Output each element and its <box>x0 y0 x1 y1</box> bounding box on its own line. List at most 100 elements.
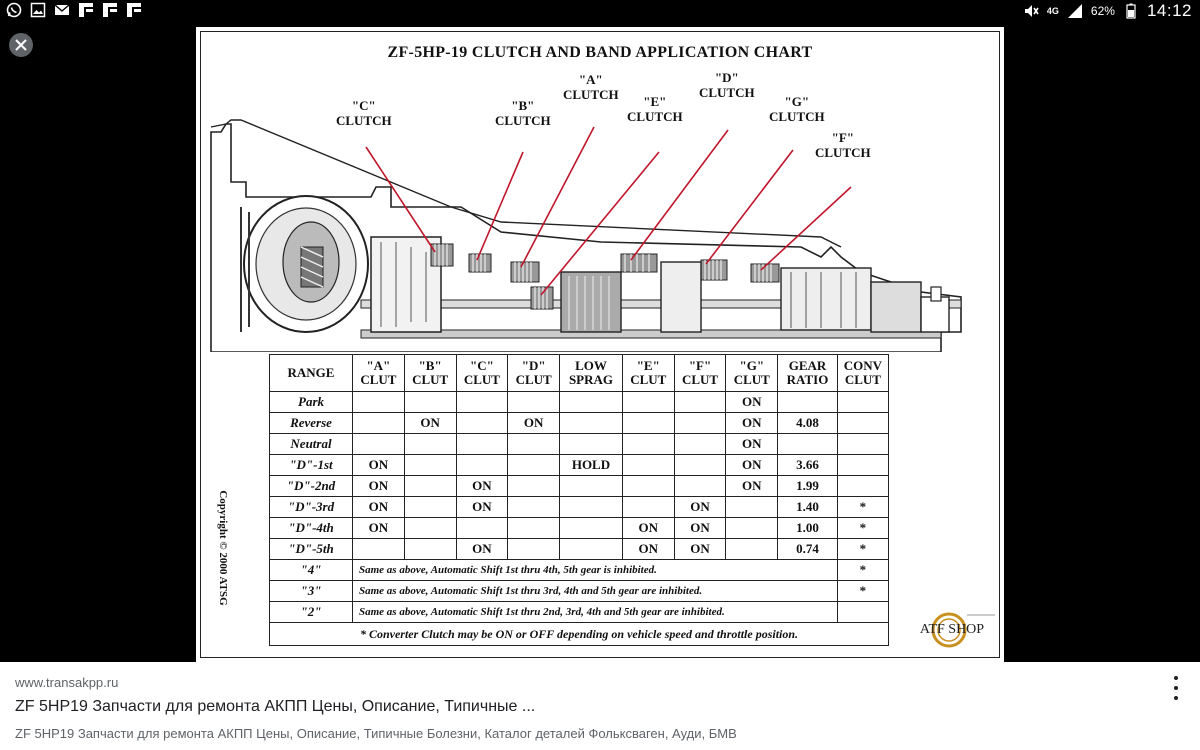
table-row: Neutral ON <box>269 433 890 455</box>
note-row: "4"Same as above, Automatic Shift 1st th… <box>269 559 890 581</box>
label-d-clutch: "D" CLUTCH <box>699 70 755 100</box>
image-viewer: ZF-5HP-19 CLUTCH AND BAND APPLICATION CH… <box>0 22 1200 662</box>
table-cell <box>403 475 457 497</box>
table-cell: ON <box>621 517 675 539</box>
table-cell <box>777 433 838 455</box>
table-cell <box>455 412 509 434</box>
table-cell <box>725 496 779 518</box>
table-cell <box>352 412 405 434</box>
table-cell <box>621 475 675 497</box>
table-cell <box>403 517 457 539</box>
label-c-clutch: "C" CLUTCH <box>336 98 392 128</box>
app-icon-3 <box>126 2 142 18</box>
table-row: Park ON <box>269 391 890 413</box>
column-header: "B" CLUT <box>403 354 457 392</box>
column-header: GEAR RATIO <box>777 354 838 392</box>
table-cell: 3.66 <box>777 454 838 476</box>
table-cell: ON <box>352 496 405 518</box>
table-cell: ON <box>352 475 405 497</box>
table-cell <box>352 433 405 455</box>
copyright-text: Copyright © 2000 ATSG <box>217 490 229 606</box>
table-cell <box>621 496 675 518</box>
table-cell: ON <box>725 433 779 455</box>
table-cell <box>455 391 509 413</box>
conv-cell: * <box>836 559 890 581</box>
battery-percent: 62% <box>1090 4 1115 18</box>
column-header: RANGE <box>269 354 353 392</box>
image-caption-panel: www.transakpp.ru ZF 5HP19 Запчасти для р… <box>0 662 1200 750</box>
footer-row: * Converter Clutch may be ON or OFF depe… <box>269 622 889 646</box>
range-cell: "3" <box>269 580 353 602</box>
range-cell: Reverse <box>269 412 353 434</box>
table-cell: 0.74 <box>777 538 838 560</box>
column-header: "D" CLUT <box>507 354 561 392</box>
footnote: * Converter Clutch may be ON or OFF depe… <box>269 622 889 646</box>
table-cell <box>559 391 623 413</box>
status-bar: 4G 62% 14:12 <box>0 0 1200 22</box>
column-header: LOW SPRAG <box>559 354 623 392</box>
table-cell: ON <box>455 496 509 518</box>
table-cell <box>621 454 675 476</box>
app-icon-1 <box>78 2 94 18</box>
table-cell <box>352 538 405 560</box>
table-cell <box>621 433 675 455</box>
close-button[interactable] <box>9 33 33 57</box>
table-cell <box>559 412 623 434</box>
more-options-icon[interactable] <box>1168 676 1184 700</box>
note-cell: Same as above, Automatic Shift 1st thru … <box>352 601 838 623</box>
clock: 14:12 <box>1146 1 1192 20</box>
note-row: "3"Same as above, Automatic Shift 1st th… <box>269 580 890 602</box>
table-cell <box>455 454 509 476</box>
table-cell: ON <box>507 412 561 434</box>
range-cell: "4" <box>269 559 353 581</box>
table-cell <box>673 475 727 497</box>
table-cell: ON <box>621 538 675 560</box>
table-cell <box>507 475 561 497</box>
atf-shop-logo <box>931 612 995 648</box>
source-title[interactable]: ZF 5HP19 Запчасти для ремонта АКПП Цены,… <box>15 698 536 715</box>
table-cell: 1.99 <box>777 475 838 497</box>
table-cell <box>507 433 561 455</box>
table-cell <box>455 517 509 539</box>
table-cell: ON <box>455 475 509 497</box>
table-cell: ON <box>673 496 727 518</box>
mail-icon <box>54 2 70 18</box>
table-cell <box>403 454 457 476</box>
close-icon <box>15 39 27 51</box>
range-cell: "D"-2nd <box>269 475 353 497</box>
table-cell: ON <box>455 538 509 560</box>
system-status: 4G 62% 14:12 <box>1023 0 1192 22</box>
source-domain[interactable]: www.transakpp.ru <box>15 675 119 690</box>
table-cell: ON <box>725 391 779 413</box>
table-cell <box>559 433 623 455</box>
gallery-icon <box>30 2 46 18</box>
signal-icon <box>1067 3 1083 19</box>
table-cell: ON <box>725 454 779 476</box>
label-f-clutch: "F" CLUTCH <box>815 130 871 160</box>
table-cell <box>559 517 623 539</box>
column-header: "A" CLUT <box>352 354 405 392</box>
table-cell <box>507 496 561 518</box>
table-cell <box>507 391 561 413</box>
logo-text: ATF SHOP <box>919 622 985 637</box>
conv-cell: * <box>836 580 890 602</box>
range-cell: Park <box>269 391 353 413</box>
column-header: "C" CLUT <box>455 354 509 392</box>
table-cell: * <box>836 496 890 518</box>
table-cell <box>507 454 561 476</box>
table-cell: ON <box>403 412 457 434</box>
table-cell <box>403 391 457 413</box>
table-cell <box>559 538 623 560</box>
table-cell: ON <box>725 412 779 434</box>
column-header: "F" CLUT <box>673 354 727 392</box>
range-cell: Neutral <box>269 433 353 455</box>
note-row: "2"Same as above, Automatic Shift 1st th… <box>269 601 890 623</box>
note-cell: Same as above, Automatic Shift 1st thru … <box>352 580 838 602</box>
whatsapp-icon <box>6 2 22 18</box>
